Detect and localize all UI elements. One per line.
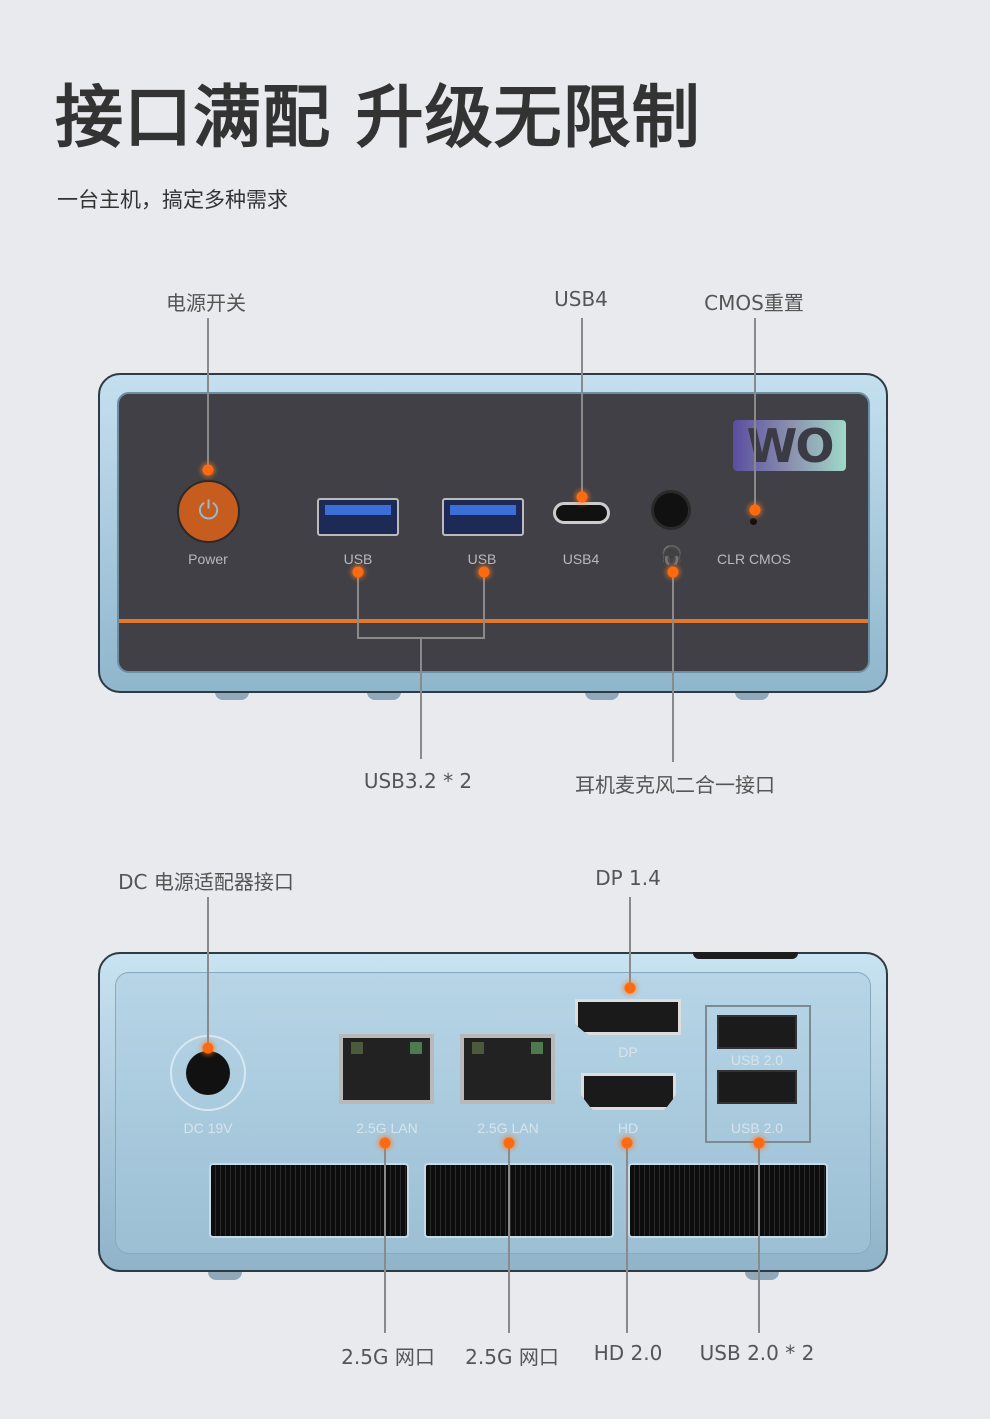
cmos-reset-hole [750,518,757,525]
lan-port [460,1034,555,1104]
audio-jack [651,490,691,530]
marker-dot [576,491,588,503]
marker-dot [202,464,214,476]
marker-dot [503,1137,515,1149]
leader-line [357,572,359,638]
vent-grille [628,1163,828,1238]
port-label-usb2: USB 2.0 [730,1120,784,1136]
marker-dot [621,1137,633,1149]
page-title: 接口满配 升级无限制 [55,79,701,158]
headphone-icon: 🎧 [660,545,684,565]
callout-dc: DC 电源适配器接口 [118,870,294,894]
port-label-lan: 2.5G LAN [477,1120,539,1136]
leader-line [629,897,631,989]
leader-line [672,572,674,762]
callout-hdmi: HD 2.0 [593,1341,663,1365]
lan-port [339,1034,434,1104]
device-foot [585,692,619,700]
callout-lan2: 2.5G 网口 [465,1345,559,1369]
port-label-usb: USB [343,551,373,567]
marker-dot [478,566,490,578]
device-foot [215,692,249,700]
usb2-port [717,1015,797,1049]
marker-dot [624,982,636,994]
brand-logo: WO [733,419,846,473]
port-label-usb: USB [467,551,497,567]
callout-dp: DP 1.4 [595,866,661,890]
port-label-usb4: USB4 [562,551,600,567]
port-label-lan: 2.5G LAN [356,1120,418,1136]
vent-grille [424,1163,614,1238]
leader-line [420,637,422,759]
device-foot [745,1272,779,1280]
port-label-power: Power [188,551,228,567]
top-vent-slot [693,952,798,959]
port-label-usb2: USB 2.0 [730,1052,784,1068]
leader-line [758,1143,760,1333]
callout-lan1: 2.5G 网口 [341,1345,435,1369]
vent-grille [209,1163,409,1238]
callout-usb32: USB3.2 * 2 [363,769,473,793]
usb2-port [717,1070,797,1104]
page-subtitle: 一台主机，搞定多种需求 [57,188,288,212]
device-foot [735,692,769,700]
power-button[interactable]: ⏻ [177,480,240,543]
leader-line [207,897,209,1049]
callout-cmos: CMOS重置 [704,291,804,315]
power-icon: ⏻ [198,496,219,526]
callout-audio: 耳机麦克风二合一接口 [575,773,775,797]
usb-c-port [553,502,610,524]
usb-a-port [442,498,524,536]
leader-line [483,572,485,638]
displayport [575,999,681,1035]
leader-line [508,1143,510,1333]
leader-line [626,1143,628,1333]
port-label-hdmi: HD [617,1120,639,1136]
callout-usb4: USB4 [554,287,608,311]
leader-line [581,318,583,498]
marker-dot [753,1137,765,1149]
marker-dot [749,504,761,516]
leader-line [207,318,209,470]
port-label-dp: DP [618,1044,638,1060]
marker-dot [352,566,364,578]
accent-stripe [119,619,868,623]
hdmi-port [581,1073,676,1110]
callout-usb2: USB 2.0 * 2 [699,1341,815,1365]
callout-power: 电源开关 [166,291,246,315]
device-foot [208,1272,242,1280]
leader-line [384,1143,386,1333]
marker-dot [667,566,679,578]
marker-dot [379,1137,391,1149]
leader-line [754,318,756,510]
port-label-dc: DC 19V [183,1120,233,1136]
marker-dot [202,1042,214,1054]
port-label-cmos: CLR CMOS [717,551,791,567]
device-foot [367,692,401,700]
usb-a-port [317,498,399,536]
